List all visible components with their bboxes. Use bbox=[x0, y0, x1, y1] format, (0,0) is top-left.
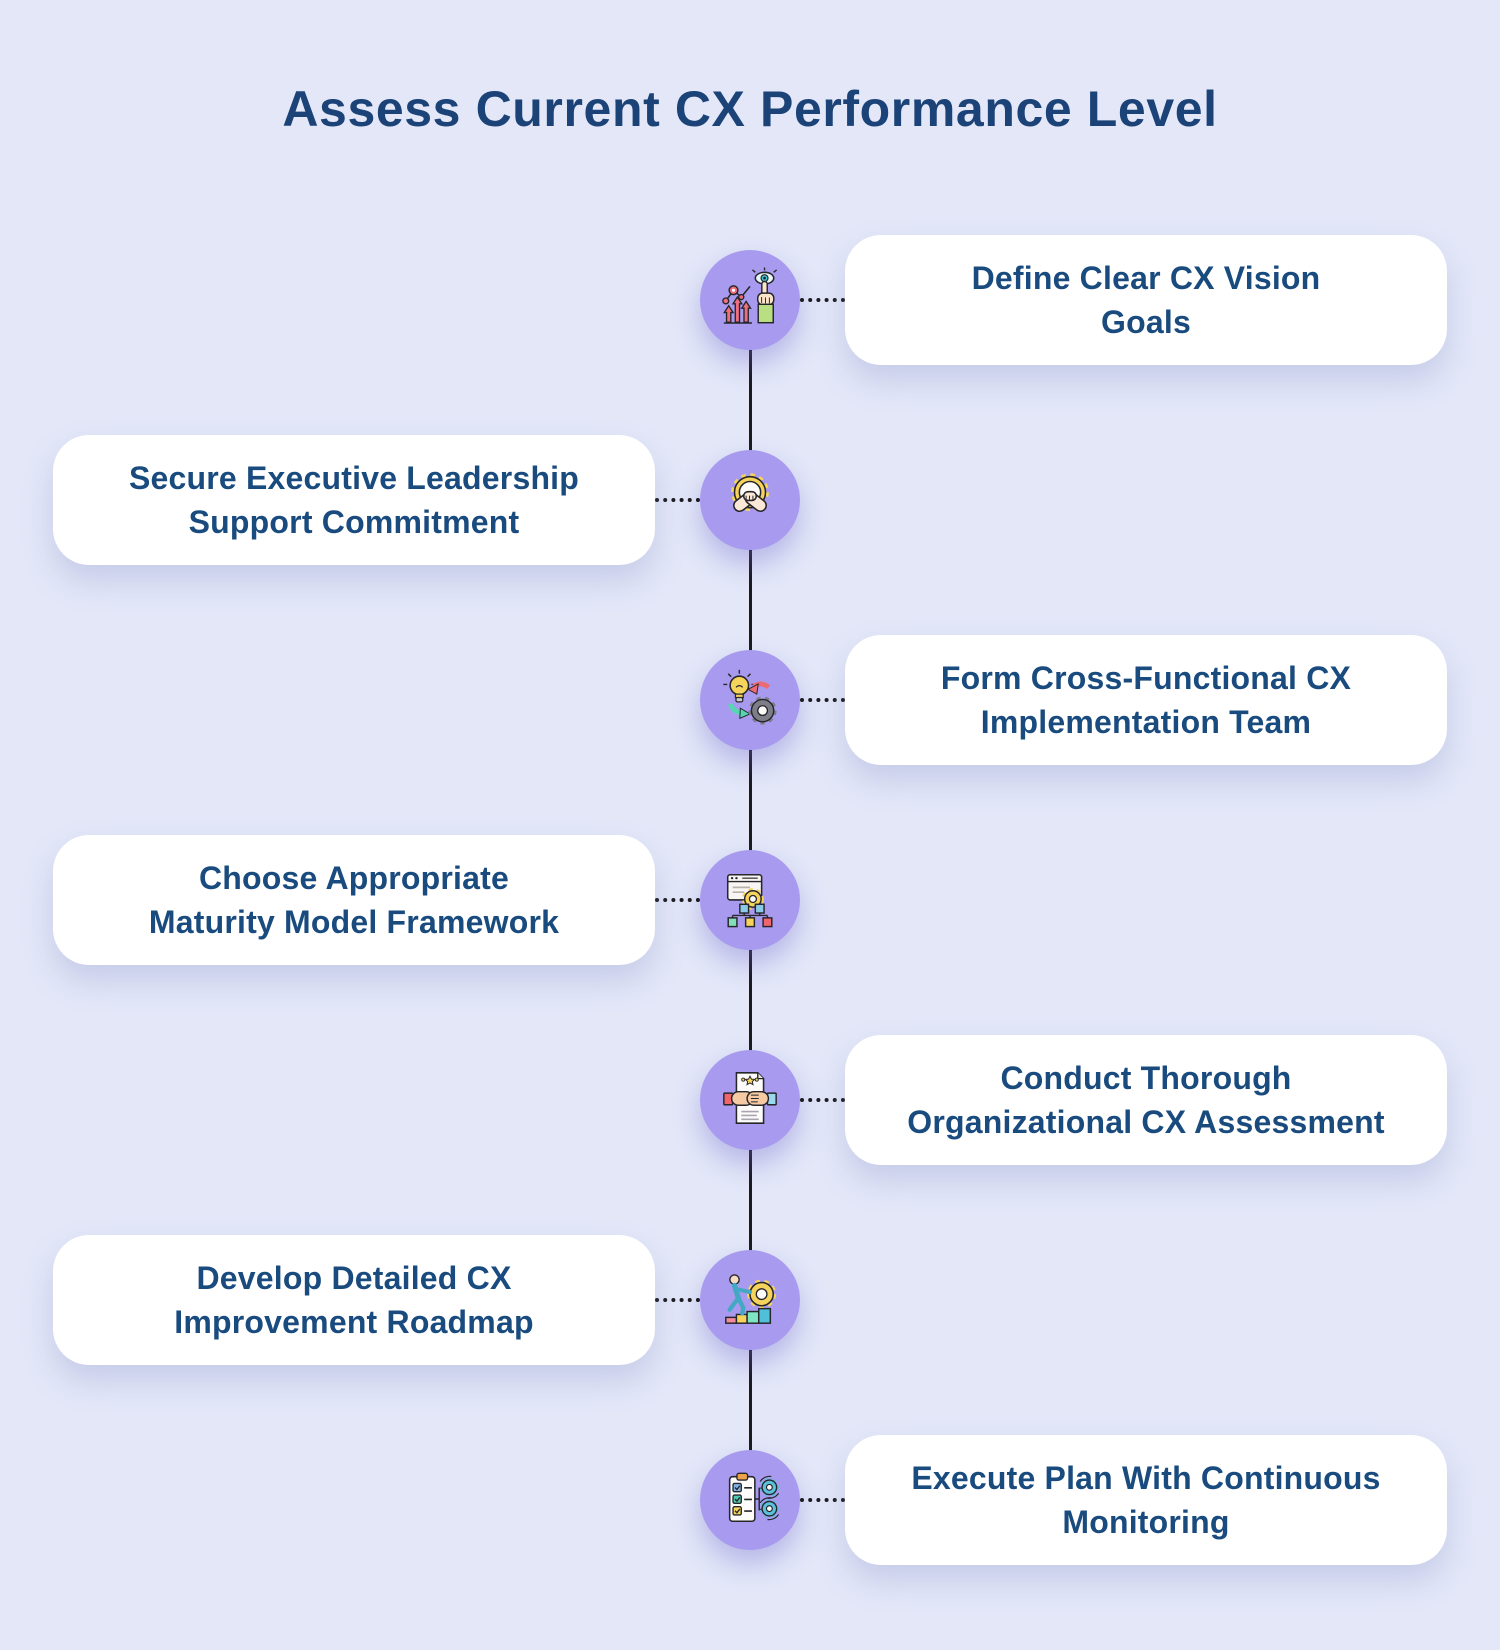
step-label-line: Organizational CX Assessment bbox=[907, 1104, 1385, 1140]
step-label-line: Conduct Thorough bbox=[1000, 1060, 1292, 1096]
step-card-5: Conduct Thorough Organizational CX Asses… bbox=[845, 1035, 1447, 1165]
framework-hierarchy-icon bbox=[719, 867, 781, 934]
step-label-line: Execute Plan With Continuous bbox=[911, 1460, 1381, 1496]
roadmap-climb-gear-icon bbox=[719, 1267, 781, 1334]
timeline-node-2 bbox=[700, 450, 800, 550]
timeline-node-4 bbox=[700, 850, 800, 950]
timeline-node-1 bbox=[700, 250, 800, 350]
dotted-connector-5 bbox=[800, 1098, 845, 1102]
timeline-node-6 bbox=[700, 1250, 800, 1350]
step-label-line: Goals bbox=[1101, 304, 1191, 340]
step-label-line: Monitoring bbox=[1062, 1504, 1230, 1540]
timeline-node-7 bbox=[700, 1450, 800, 1550]
step-label-line: Develop Detailed CX bbox=[196, 1260, 512, 1296]
timeline-node-5 bbox=[700, 1050, 800, 1150]
step-card-6: Develop Detailed CX Improvement Roadmap bbox=[53, 1235, 655, 1365]
step-card-4: Choose Appropriate Maturity Model Framew… bbox=[53, 835, 655, 965]
assessment-document-handshake-icon bbox=[719, 1067, 781, 1134]
step-label-line: Define Clear CX Vision bbox=[971, 260, 1321, 296]
timeline-node-3 bbox=[700, 650, 800, 750]
page-title: Assess Current CX Performance Level bbox=[282, 81, 1218, 137]
checklist-gears-icon bbox=[719, 1467, 781, 1534]
step-label-line: Choose Appropriate bbox=[199, 860, 509, 896]
growth-vision-icon bbox=[719, 266, 781, 334]
step-label-line: Implementation Team bbox=[980, 704, 1312, 740]
step-label-line: Secure Executive Leadership bbox=[128, 460, 580, 496]
step-card-2: Secure Executive Leadership Support Comm… bbox=[53, 435, 655, 565]
step-label-line: Improvement Roadmap bbox=[174, 1304, 534, 1340]
dotted-connector-7 bbox=[800, 1498, 845, 1502]
step-card-7: Execute Plan With Continuous Monitoring bbox=[845, 1435, 1447, 1565]
step-label-line: Form Cross-Functional CX bbox=[940, 660, 1352, 696]
step-label-line: Support Commitment bbox=[188, 504, 520, 540]
step-card-3: Form Cross-Functional CX Implementation … bbox=[845, 635, 1447, 765]
handshake-gear-icon bbox=[719, 467, 781, 534]
step-label-line: Maturity Model Framework bbox=[148, 904, 560, 940]
step-card-1: Define Clear CX Vision Goals bbox=[845, 235, 1447, 365]
dotted-connector-3 bbox=[800, 698, 845, 702]
idea-gear-cycle-icon bbox=[719, 667, 781, 734]
dotted-connector-6 bbox=[655, 1298, 700, 1302]
dotted-connector-4 bbox=[655, 898, 700, 902]
dotted-connector-2 bbox=[655, 498, 700, 502]
dotted-connector-1 bbox=[800, 298, 845, 302]
